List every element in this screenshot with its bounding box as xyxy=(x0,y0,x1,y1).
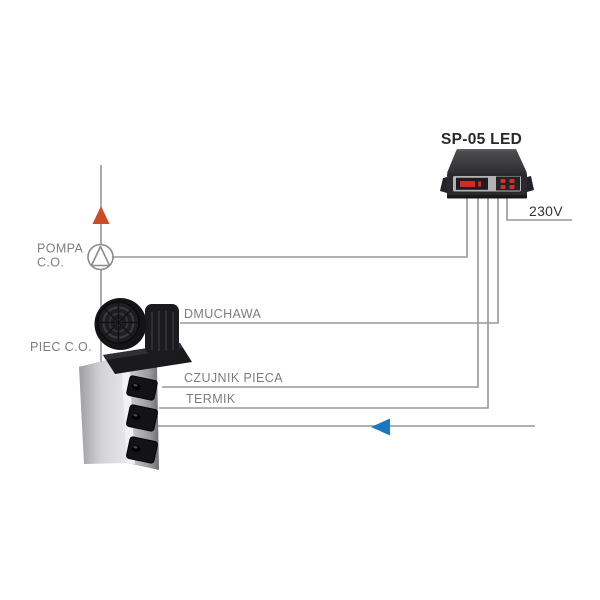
pump-wire xyxy=(113,198,468,258)
boiler-sensor-label: CZUJNIK PIECA xyxy=(184,371,283,385)
controller-device xyxy=(440,149,534,199)
pump-label-line1: POMPA xyxy=(37,242,83,256)
blower-label: DMUCHAWA xyxy=(184,307,262,321)
boiler-label: PIEC C.O. xyxy=(30,340,92,354)
blower-wire xyxy=(180,198,499,324)
controller-button-pad xyxy=(496,176,520,191)
boiler-door-top xyxy=(126,375,158,401)
thermal-label: TERMIK xyxy=(186,392,236,406)
boiler-sensor-wire xyxy=(162,198,479,388)
controller-title: SP-05 LED xyxy=(441,131,522,148)
pump-label-line2: C.O. xyxy=(37,256,64,270)
return-arrow-left-icon xyxy=(371,418,390,436)
boiler-door-bottom xyxy=(126,436,158,464)
power-label: 230V xyxy=(529,203,563,219)
supply-arrow-up-icon xyxy=(92,206,110,224)
blower-fan xyxy=(94,298,192,374)
thermal-wire xyxy=(159,198,489,409)
boiler-door-middle xyxy=(126,404,158,432)
boiler-unit xyxy=(79,357,159,470)
pump-symbol-icon xyxy=(87,243,114,271)
power-wire xyxy=(506,198,572,221)
